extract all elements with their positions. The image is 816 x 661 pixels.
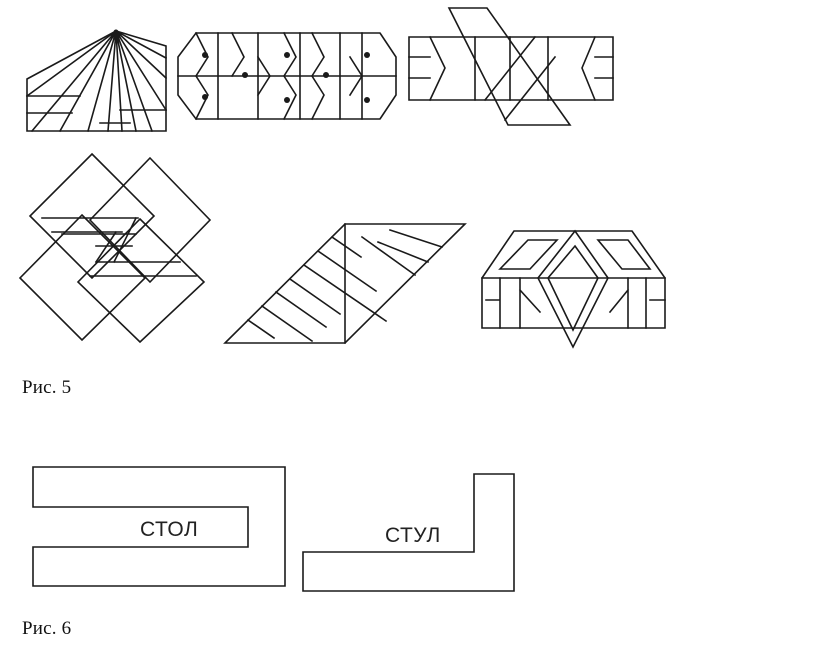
fig5-shape-hexagon-rows (177, 31, 397, 121)
fig5-shape-diamonds (18, 152, 212, 344)
fig6-shape-chair: СТУЛ (302, 473, 515, 592)
figure6-caption: Рис. 6 (22, 618, 72, 639)
figure5-caption: Рис. 5 (22, 377, 72, 398)
fig6-label-table: СТОЛ (140, 518, 198, 541)
fig5-shape-rhombus-frame (481, 229, 666, 349)
fig6-label-chair: СТУЛ (385, 524, 441, 547)
fig5-shape-fan-house (25, 29, 168, 133)
fig6-shape-table: СТОЛ (32, 466, 286, 587)
fig5-shape-striped-parallelogram (223, 223, 467, 344)
fig5-shape-band-parallelogram (408, 7, 614, 126)
